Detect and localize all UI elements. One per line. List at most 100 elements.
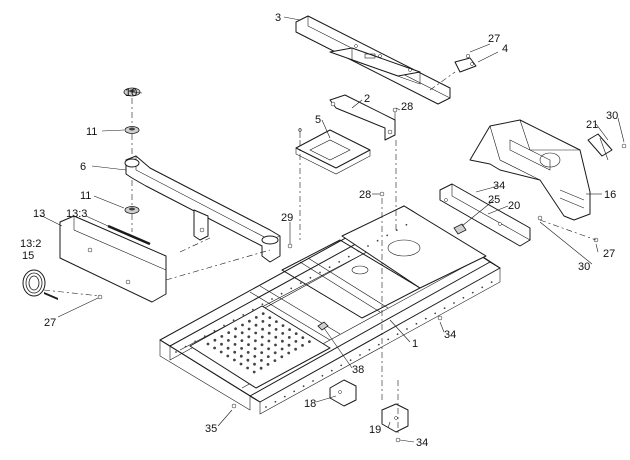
floor-hole (267, 339, 271, 343)
rail-hole (302, 385, 305, 388)
floor-hole (233, 358, 236, 362)
callout-13-2: 13:2 (20, 238, 41, 250)
part-11-washer-lower (124, 206, 140, 214)
floor-hole (246, 366, 250, 370)
rail-holes (175, 223, 493, 408)
floor-hole (234, 327, 238, 331)
floor-hole (253, 362, 256, 366)
floor-hole (280, 355, 284, 359)
rail-hole (223, 324, 225, 327)
rail-hole (261, 303, 264, 306)
floor-hole (273, 351, 277, 355)
rail-hole (309, 276, 312, 279)
rail-hole (471, 291, 474, 294)
floor-hole (226, 346, 230, 350)
rail-hole (443, 307, 446, 310)
rail-hole (453, 302, 455, 304)
rail-hole (357, 250, 360, 253)
floor-hole (247, 335, 251, 339)
floor-hole (206, 342, 210, 346)
rail-hole (481, 286, 484, 289)
leader-lines (39, 16, 625, 443)
rail-hole (387, 338, 390, 341)
part-28-bolt-upper (392, 107, 398, 122)
rail-hole (242, 314, 245, 316)
rail-hole (415, 322, 418, 325)
part-21-latch (587, 133, 613, 161)
rail-hole (462, 296, 465, 299)
callout-27-left: 27 (44, 317, 56, 329)
rail-hole (321, 374, 324, 377)
rail-hole (395, 229, 398, 232)
rail-hole (319, 271, 321, 274)
rail-hole (265, 406, 267, 408)
part-25-clip (453, 223, 467, 235)
callout-3: 3 (275, 12, 281, 24)
part-11-washer-upper (124, 126, 140, 134)
floor-hole (268, 324, 271, 327)
callout-28-mid: 28 (359, 189, 371, 201)
rail-hole (213, 329, 216, 332)
floor-plate-holes (206, 312, 311, 374)
callout-30-lower: 30 (578, 261, 590, 273)
floor-hole (253, 355, 257, 358)
part-1-main-frame (159, 205, 501, 415)
floor-hole (275, 320, 278, 323)
floor-hole (261, 327, 264, 331)
part-6-front-axle (124, 155, 281, 263)
floor-hole (266, 363, 270, 366)
floor-hole (266, 355, 270, 358)
callout-38: 38 (352, 364, 364, 376)
floor-hole (233, 343, 237, 346)
floor-hole (254, 331, 258, 335)
rail-hole (367, 245, 369, 247)
callout-4: 4 (502, 43, 508, 55)
floor-hole (287, 351, 291, 355)
floor-hole (227, 331, 231, 334)
rail-hole (368, 348, 371, 351)
floor-hole (281, 324, 285, 327)
floor-hole (254, 316, 258, 319)
callout-5: 5 (315, 114, 321, 126)
rail-hole (232, 319, 235, 322)
rail-hole (184, 345, 187, 348)
part-19-bracket (381, 403, 409, 433)
part-4-small-bracket (454, 53, 477, 73)
part-18-bracket (329, 379, 357, 407)
rail-hole (424, 317, 427, 320)
rail-hole (349, 359, 352, 362)
floor-hole (253, 347, 257, 350)
floor-hole (252, 370, 256, 374)
rail-hole (312, 380, 314, 382)
floor-hole (226, 354, 230, 358)
rail-hole (434, 312, 437, 315)
floor-hole (274, 343, 277, 347)
rail-hole (274, 400, 277, 403)
callout-18: 18 (304, 398, 316, 410)
callout-34-bottom: 34 (416, 437, 428, 449)
floor-hole (280, 347, 284, 351)
floor-hole (294, 332, 298, 335)
rail-hole (271, 298, 273, 300)
floor-hole (260, 359, 263, 362)
floor-hole (294, 347, 297, 351)
floor-hole (287, 336, 291, 339)
callout-19: 19 (369, 424, 381, 436)
rail-hole (338, 261, 341, 263)
callout-10: 10 (125, 87, 137, 99)
part-3-cross-bar (295, 15, 451, 105)
floor-hole (227, 339, 230, 342)
floor-hole (220, 335, 224, 338)
floor-hole (301, 336, 305, 339)
floor-hole (274, 328, 278, 331)
rail-hole (340, 364, 343, 367)
floor-hole (261, 312, 265, 315)
rail-hole (290, 287, 293, 290)
floor-hole (274, 335, 278, 339)
floor-hole (213, 338, 217, 342)
floor-hole (239, 362, 243, 366)
rail-hole (347, 255, 350, 258)
floor-hole (219, 350, 223, 354)
callout-35: 35 (205, 423, 217, 435)
